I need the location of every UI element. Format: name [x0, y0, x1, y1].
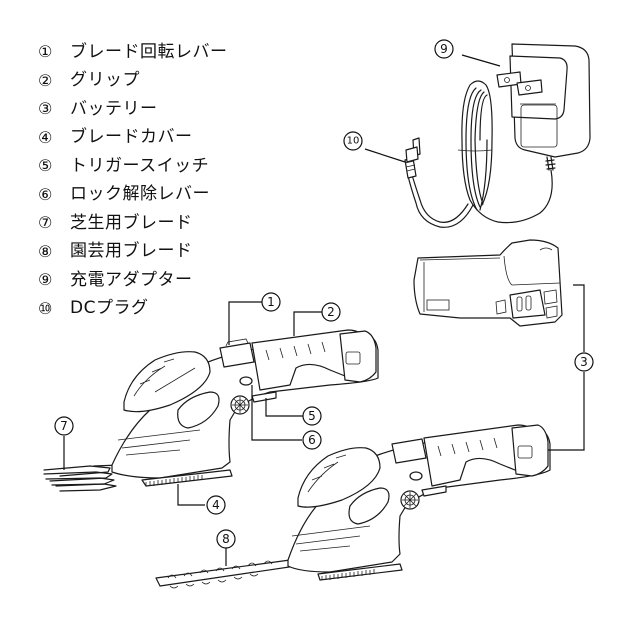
legend-label: 園芸用ブレード	[70, 241, 193, 262]
svg-text:9: 9	[440, 42, 448, 56]
legend-number: ⑤	[38, 156, 53, 176]
legend-number: ③	[38, 99, 53, 119]
legend-label: グリップ	[70, 70, 140, 91]
svg-text:6: 6	[308, 433, 316, 447]
callout-5: 5	[302, 406, 322, 426]
svg-text:3: 3	[580, 355, 588, 369]
legend-label: ブレードカバー	[70, 127, 193, 148]
svg-text:5: 5	[308, 409, 316, 423]
svg-text:10: 10	[347, 136, 360, 147]
svg-text:1: 1	[267, 295, 275, 309]
callout-9: 9	[434, 39, 454, 59]
callout-2: 2	[321, 302, 341, 322]
leader-6	[251, 385, 302, 441]
legend-item-blade-rotation-lever: ① ブレード回転レバー	[38, 38, 228, 67]
legend-label: 充電アダプター	[70, 269, 193, 290]
callout-10: 10	[343, 131, 363, 151]
legend-item-charging-adapter: ⑨ 充電アダプター	[38, 266, 228, 295]
legend-label: ブレード回転レバー	[70, 41, 228, 62]
svg-text:8: 8	[222, 532, 230, 546]
legend-number: ⑥	[38, 184, 53, 204]
legend-number: ①	[38, 42, 53, 62]
legend-item-garden-blade: ⑧ 園芸用ブレード	[38, 238, 228, 267]
leader-1	[228, 301, 262, 345]
callout-3: 3	[574, 352, 594, 372]
legend-label: ロック解除レバー	[70, 184, 210, 205]
leader-2	[293, 311, 322, 336]
battery-illustration	[413, 239, 563, 327]
legend-number: ⑨	[38, 270, 53, 290]
callout-6: 6	[302, 430, 322, 450]
callout-8: 8	[216, 529, 236, 549]
charging-adapter-illustration	[404, 43, 591, 228]
blade-rotation-lever-illustration	[219, 338, 255, 368]
svg-text:7: 7	[60, 419, 68, 433]
legend-label: 芝生用ブレード	[70, 212, 193, 233]
legend-item-battery: ③ バッテリー	[38, 95, 228, 124]
leader-lines	[63, 54, 585, 566]
legend-item-trigger-switch: ⑤ トリガースイッチ	[38, 152, 228, 181]
legend-label: トリガースイッチ	[70, 155, 210, 176]
legend-item-lock-release-lever: ⑥ ロック解除レバー	[38, 181, 228, 210]
shear-garden-blade-illustration	[155, 424, 551, 589]
legend-item-blade-cover: ④ ブレードカバー	[38, 124, 228, 153]
svg-text:4: 4	[212, 498, 220, 512]
blade-cover-illustration	[141, 469, 233, 487]
callout-4: 4	[206, 495, 226, 515]
leader-3	[573, 284, 585, 352]
leader-10	[364, 148, 406, 163]
legend-number: ⑦	[38, 213, 53, 233]
callout-7: 7	[54, 416, 74, 436]
legend-number: ②	[38, 70, 53, 90]
legend-item-dc-plug: ⑩ DCプラグ	[38, 295, 228, 324]
legend-item-grass-blade: ⑦ 芝生用ブレード	[38, 209, 228, 238]
legend-label: DCプラグ	[70, 298, 149, 319]
legend-number: ⑩	[38, 298, 53, 318]
leader-5	[265, 398, 303, 417]
leader-9	[461, 54, 501, 67]
svg-text:2: 2	[327, 305, 335, 319]
plug-prongs-icon	[496, 71, 543, 96]
grass-blade-illustration	[43, 464, 121, 492]
leader-3b	[548, 372, 585, 451]
legend-number: ④	[38, 127, 53, 147]
legend-label: バッテリー	[70, 98, 158, 119]
legend-item-grip: ② グリップ	[38, 67, 228, 96]
parts-legend: ① ブレード回転レバー ② グリップ ③ バッテリー ④ ブレードカバー ⑤ ト…	[38, 38, 228, 323]
callout-1: 1	[261, 292, 281, 312]
dc-plug-illustration	[404, 137, 421, 179]
leader-4	[177, 484, 205, 506]
legend-number: ⑧	[38, 241, 53, 261]
shear-grass-blade-illustration	[43, 329, 379, 492]
